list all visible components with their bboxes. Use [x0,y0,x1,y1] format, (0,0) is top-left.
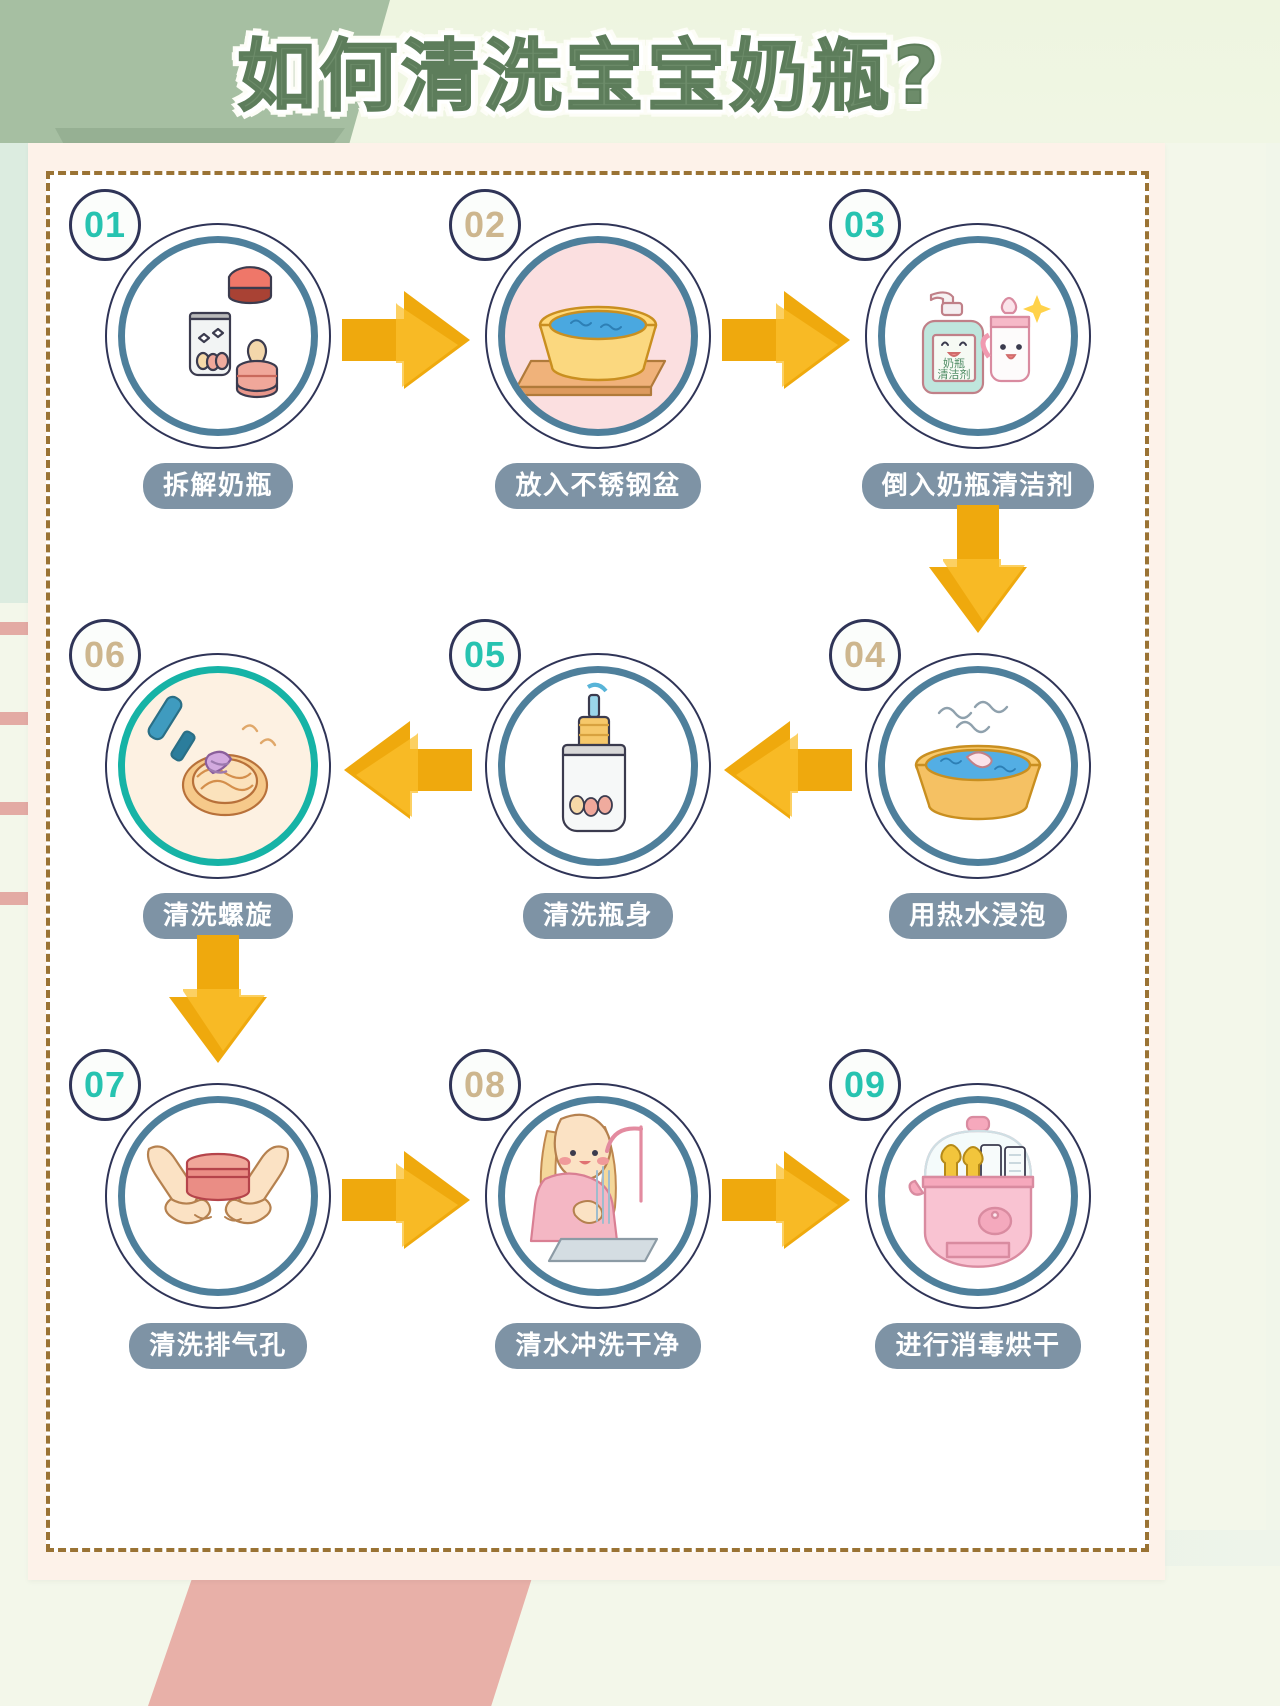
step-08-number-badge: 08 [449,1049,521,1121]
step-03-illustration-detergent-bottle: 奶瓶 清洁剂 [885,243,1071,429]
step-09-circle-zone: 09 [829,1049,1091,1309]
step-09-label: 进行消毒烘干 [875,1323,1081,1369]
step-08-circle [485,1083,711,1309]
arrow-04-to-05 [722,715,852,825]
step-03-label: 倒入奶瓶清洁剂 [861,463,1095,509]
svg-text:清洁剂: 清洁剂 [938,367,971,381]
step-01-circle [105,223,331,449]
arrow-08-to-09 [722,1145,852,1255]
step-07-label: 清洗排气孔 [129,1323,307,1369]
step-02-ring [498,236,698,436]
step-04-label: 用热水浸泡 [889,893,1067,939]
step-02-illustration-basin-on-board [505,243,691,429]
step-01-number-badge: 01 [69,189,141,261]
arrow-01-to-02 [342,285,472,395]
step-03-circle-zone: 奶瓶 清洁剂 03 [829,189,1091,449]
step-06-number-badge: 06 [69,619,141,691]
step-03-ring: 奶瓶 清洁剂 [878,236,1078,436]
step-09-ring [878,1096,1078,1296]
step-03-circle: 奶瓶 清洁剂 [865,223,1091,449]
step-04-ring [878,666,1078,866]
steps-grid: 01 拆解奶瓶 [50,175,1145,1548]
step-07-number-badge: 07 [69,1049,141,1121]
step-06-ring [118,666,318,866]
step-05-ring [498,666,698,866]
step-01-ring [118,236,318,436]
step-05-circle-zone: 05 [449,619,711,879]
step-04-number-badge: 04 [829,619,901,691]
step-08-ring [498,1096,698,1296]
step-07-illustration-hands-nipple [125,1103,311,1289]
top-left-mint-shadow [55,128,345,144]
step-07-ring [118,1096,318,1296]
step-08: 08 清水冲洗干净 [449,1049,726,1369]
step-08-circle-zone: 08 [449,1049,711,1309]
top-left-mint-block [0,0,330,143]
step-09-number-badge: 09 [829,1049,901,1121]
step-02-number-badge: 02 [449,189,521,261]
step-08-illustration-rinse-under-tap [505,1103,691,1289]
step-04-circle [865,653,1091,879]
header-background [330,0,1280,143]
step-02-circle-zone: 02 [449,189,711,449]
step-01-label: 拆解奶瓶 [142,463,293,509]
step-05-number-badge: 05 [449,619,521,691]
step-05-label: 清洗瓶身 [522,893,673,939]
step-09: 09 进行消毒烘干 [829,1049,1106,1369]
step-09-illustration-sterilizer [885,1103,1071,1289]
content-card: 01 拆解奶瓶 [28,143,1165,1580]
step-05-illustration-brush-in-bottle [505,673,691,859]
step-01-circle-zone: 01 [69,189,331,449]
step-03-number-badge: 03 [829,189,901,261]
step-08-label: 清水冲洗干净 [495,1323,701,1369]
page-title: 如何清洗宝宝奶瓶? [236,31,943,123]
step-01: 01 拆解奶瓶 [69,189,346,509]
step-01-illustration-bottle-parts [125,243,311,429]
step-07: 07 清洗排气孔 [69,1049,346,1369]
step-04-illustration-hot-water-basin [885,673,1071,859]
title-area: 如何清洗宝宝奶瓶? [0,8,1180,132]
content-card-inner: 01 拆解奶瓶 [46,171,1149,1552]
bottom-pink-trapezoid [148,1559,538,1706]
right-edge-strip [1266,143,1280,1563]
step-09-circle [865,1083,1091,1309]
step-04: 04 用热水浸泡 [829,619,1106,939]
svg-text:奶瓶: 奶瓶 [943,356,965,370]
step-06-label: 清洗螺旋 [142,893,293,939]
step-04-circle-zone: 04 [829,619,1091,879]
step-03: 奶瓶 清洁剂 03 倒入奶瓶清洁剂 [829,189,1106,509]
step-02: 02 放入不锈钢盆 [449,189,726,509]
step-05: 05 清洗瓶身 [449,619,726,939]
step-07-circle-zone: 07 [69,1049,331,1309]
arrow-03-to-04 [923,505,1033,635]
arrow-02-to-03 [722,285,852,395]
step-06: 06 清洗螺旋 [69,619,346,939]
arrow-05-to-06 [342,715,472,825]
arrow-06-to-07 [163,935,273,1065]
step-05-circle [485,653,711,879]
step-02-circle [485,223,711,449]
step-06-illustration-brush-threads [125,673,311,859]
step-06-circle [105,653,331,879]
step-02-label: 放入不锈钢盆 [495,463,701,509]
arrow-07-to-08 [342,1145,472,1255]
step-06-circle-zone: 06 [69,619,331,879]
step-07-circle [105,1083,331,1309]
